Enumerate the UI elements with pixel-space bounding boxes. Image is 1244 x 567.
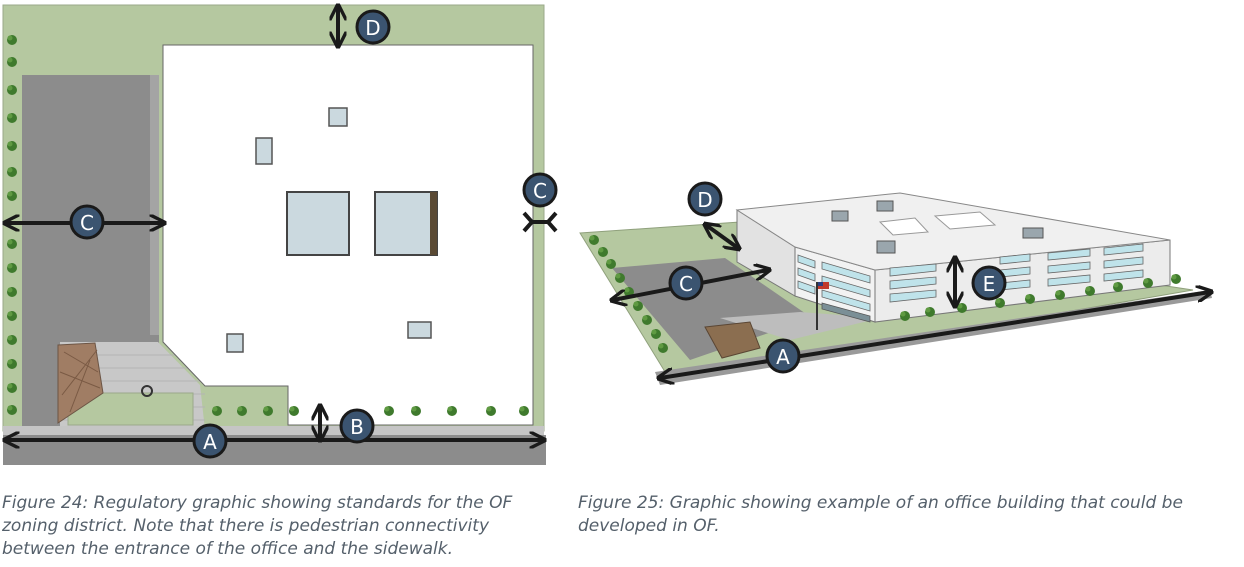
roof-skylight [374, 191, 438, 256]
dimension-arrow-c-right [522, 211, 558, 233]
label-a-3d: A [765, 338, 801, 374]
label-d-3d: D [687, 181, 723, 217]
roof-skylight-shadow [430, 192, 437, 255]
label-e-3d: E [971, 265, 1007, 301]
fountain [141, 385, 153, 397]
figure-24-caption: Figure 24: Regulatory graphic showing st… [2, 493, 513, 559]
roof-unit [328, 107, 348, 127]
parking-curb [150, 75, 159, 335]
label-c-left-text: C [80, 211, 94, 235]
label-c-left: C [69, 204, 105, 240]
figure-25-office-rendering: A C D E [579, 181, 1212, 385]
label-a: A [192, 423, 228, 459]
label-e-3d-text: E [983, 272, 996, 296]
shade-structure-lines [59, 349, 101, 413]
label-d-3d-text: D [697, 188, 712, 212]
roof-unit [255, 137, 273, 165]
label-c-3d: C [668, 265, 704, 301]
label-c-right-text: C [533, 179, 547, 203]
roof-unit-3d [831, 210, 849, 222]
dimension-arrow-a-3d [660, 292, 1210, 378]
roof-unit [407, 321, 432, 339]
figure-25-caption: Figure 25: Graphic showing example of an… [578, 493, 1183, 536]
label-a-3d-text: A [776, 345, 790, 369]
dimension-arrow-d-3d [706, 225, 738, 248]
label-d: D [355, 9, 391, 45]
label-d-text: D [365, 16, 380, 40]
sidewalk [3, 426, 544, 435]
roof-courtyard [878, 211, 997, 236]
figure-24-site-plan: A B C C D [2, 5, 558, 465]
figures-canvas: A B C C D [2, 0, 1244, 465]
roof-unit-3d [1022, 227, 1044, 239]
windows-side [889, 243, 1144, 303]
roof-skylight [286, 191, 350, 256]
roof-unit-3d [876, 240, 896, 254]
shade-structure [57, 342, 104, 424]
label-c-right: C [522, 172, 558, 208]
label-c-3d-text: C [679, 272, 693, 296]
flag-canton [818, 282, 823, 286]
label-b: B [339, 408, 375, 444]
roof-unit [226, 333, 244, 353]
label-a-text: A [203, 430, 217, 454]
label-b-text: B [350, 415, 364, 439]
roof-unit-3d [876, 200, 894, 212]
